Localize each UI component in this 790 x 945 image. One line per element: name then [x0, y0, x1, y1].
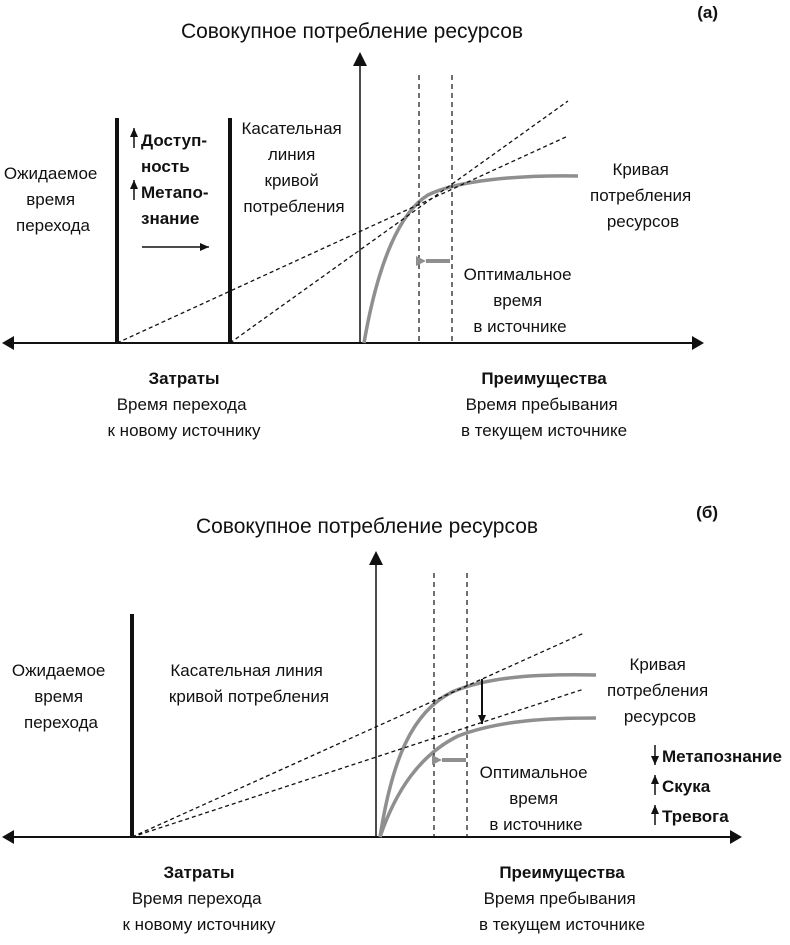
panel-a-tangent-label: Касательная линия кривой потребления: [242, 119, 347, 216]
panel-b-y-axis-arrow: [369, 551, 383, 565]
panel-a-x-axis-right-arrow: [692, 336, 704, 350]
panel-b-optimal-label: Оптимальное время в источнике: [480, 763, 593, 834]
panel-b-tangent-upper: [131, 632, 585, 838]
panel-b-tangent-lower: [131, 688, 585, 838]
panel-a-expected-time: Ожидаемое время перехода: [4, 164, 102, 235]
panel-a-tangent-steep: [229, 100, 569, 344]
panel-a-metacognition-1: Метапо-: [141, 183, 209, 202]
panel-b-benefits-heading: Преимущества: [499, 863, 625, 882]
panel-a-curve-label: Кривая потребления ресурсов: [590, 160, 696, 231]
panel-a-optimal-label: Оптимальное время в источнике: [464, 265, 577, 336]
panel-a-title: Совокупное потребление ресурсов: [181, 20, 523, 43]
panel-a-tangent-shallow: [116, 135, 569, 344]
panel-b: (б) Совокупное потребление ресурсов Ожид…: [2, 503, 782, 934]
panel-a-benefits-heading: Преимущества: [481, 369, 607, 388]
panel-b-title: Совокупное потребление ресурсов: [196, 515, 538, 538]
panel-a-benefits-text: Время пребывания в текущем источнике: [461, 395, 627, 440]
panel-a-availability-2: ность: [141, 157, 190, 176]
panel-a-costs-text: Время перехода к новому источнику: [108, 395, 261, 440]
panel-a-consumption-curve: [362, 174, 579, 344]
panel-b-x-axis-left-arrow: [2, 830, 14, 844]
panel-b-costs-text: Время перехода к новому источнику: [123, 889, 276, 934]
panel-a-metacognition-2: знание: [141, 209, 199, 228]
panel-b-benefits-text: Время пребывания в текущем источнике: [479, 889, 645, 934]
panel-b-lower-curve: [378, 716, 597, 838]
panel-a-y-axis-arrow: [353, 52, 367, 66]
panel-b-tangent-label: Касательная линия кривой потребления: [169, 661, 329, 706]
panel-b-expected-time: Ожидаемое время перехода: [12, 661, 110, 732]
panel-b-tag: (б): [696, 503, 718, 522]
panel-a-availability-1: Доступ-: [141, 131, 207, 150]
panel-b-costs-heading: Затраты: [163, 863, 234, 882]
panel-b-factors: Метапознание Скука Тревога: [651, 745, 782, 826]
panel-a-x-axis-left-arrow: [2, 336, 14, 350]
panel-b-x-axis-right-arrow: [730, 830, 742, 844]
panel-a-tag: (а): [697, 3, 718, 22]
panel-b-factor-metacognition: Метапознание: [662, 747, 782, 766]
panel-b-upper-curve: [378, 673, 597, 838]
panel-a-costs-heading: Затраты: [148, 369, 219, 388]
panel-b-factor-anxiety: Тревога: [662, 807, 729, 826]
panel-a-factors: Доступ- ность Метапо- знание: [130, 128, 209, 251]
panel-b-curve-label: Кривая потребления ресурсов: [607, 655, 713, 726]
panel-b-factor-boredom: Скука: [662, 777, 711, 796]
panel-a: (а) Совокупное потребление ресурсов Ожид…: [2, 3, 718, 440]
